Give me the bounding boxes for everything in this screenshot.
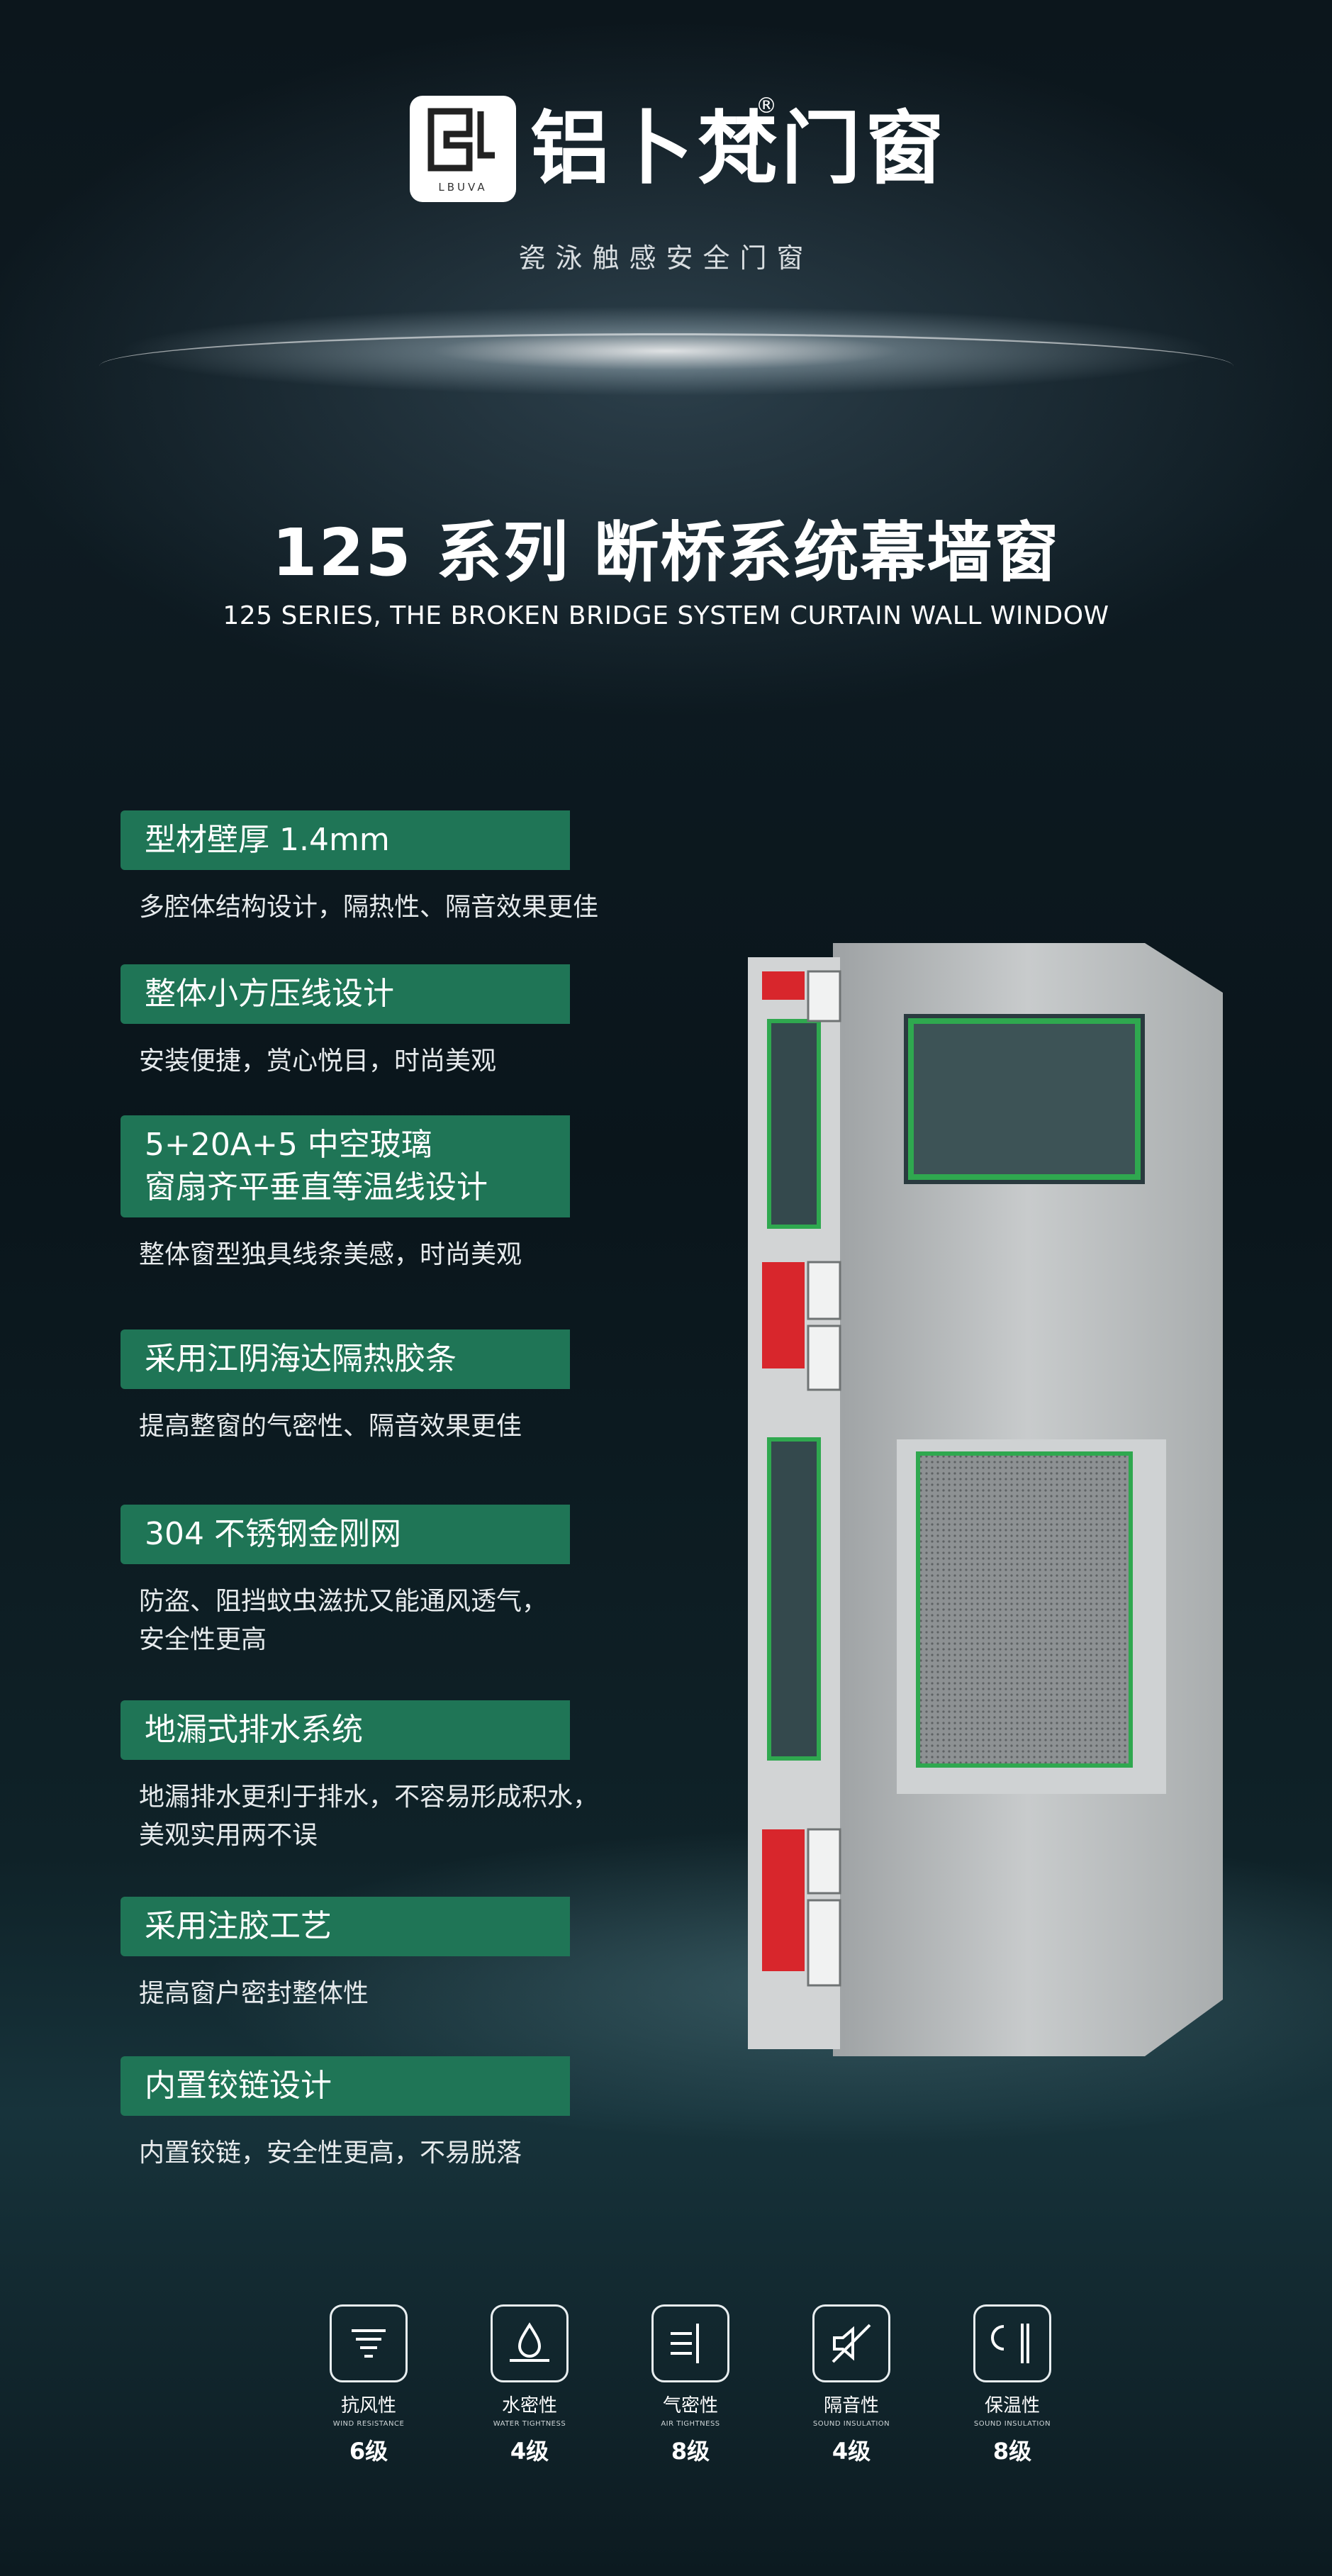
spec-item: 气密性 AIR TIGHTNESS 8级 bbox=[634, 2304, 747, 2466]
feature-description: 安装便捷，赏心悦目，时尚美观 bbox=[139, 1042, 664, 1081]
feature-item: 5+20A+5 中空玻璃 窗扇齐平垂直等温线设计 整体窗型独具线条美感，时尚美观 bbox=[121, 1115, 688, 1274]
feature-description: 地漏排水更利于排水，不容易形成积水， 美观实用两不误 bbox=[139, 1778, 664, 1855]
feature-title-line: 304 不锈钢金刚网 bbox=[145, 1516, 401, 1552]
feature-title: 型材壁厚 1.4mm bbox=[121, 810, 570, 870]
glass-unit bbox=[767, 1019, 821, 1229]
feature-description: 提高窗户密封整体性 bbox=[139, 1975, 664, 2013]
sound-icon bbox=[812, 2304, 890, 2382]
page-title: 125 系列 断桥系统幕墙窗 bbox=[272, 515, 1060, 591]
feature-desc-line: 美观实用两不误 bbox=[139, 1821, 318, 1850]
spec-label-en: WIND RESISTANCE bbox=[332, 2420, 405, 2428]
feature-item: 型材壁厚 1.4mm 多腔体结构设计，隔热性、隔音效果更佳 bbox=[121, 810, 688, 927]
feature-title: 地漏式排水系统 bbox=[121, 1700, 570, 1760]
spec-label-en: AIR TIGHTNESS bbox=[661, 2420, 720, 2428]
brand-tagline: 瓷泳触感安全门窗 bbox=[518, 242, 814, 274]
feature-item: 采用注胶工艺 提高窗户密封整体性 bbox=[121, 1897, 688, 2013]
logo-mark-icon bbox=[427, 108, 495, 172]
feature-desc-line: 地漏排水更利于排水，不容易形成积水， bbox=[139, 1783, 599, 1812]
thermal-icon bbox=[973, 2304, 1051, 2382]
spec-level: 4级 bbox=[510, 2438, 549, 2465]
feature-title-line: 窗扇齐平垂直等温线设计 bbox=[145, 1169, 488, 1205]
spec-level: 8级 bbox=[992, 2438, 1032, 2465]
feature-title-line: 内置铰链设计 bbox=[145, 2068, 332, 2104]
feature-item: 整体小方压线设计 安装便捷，赏心悦目，时尚美观 bbox=[121, 964, 688, 1081]
feature-desc-line: 多腔体结构设计，隔热性、隔音效果更佳 bbox=[139, 893, 599, 922]
page-subtitle: 125 SERIES, THE BROKEN BRIDGE SYSTEM CUR… bbox=[223, 601, 1109, 630]
feature-item: 304 不锈钢金刚网 防盗、阻挡蚊虫滋扰又能通风透气， 安全性更高 bbox=[121, 1505, 688, 1659]
logo-subtext: LBUVA bbox=[438, 181, 488, 194]
feature-title: 采用江阴海达隔热胶条 bbox=[121, 1329, 570, 1389]
feature-title: 5+20A+5 中空玻璃 窗扇齐平垂直等温线设计 bbox=[121, 1115, 570, 1217]
feature-desc-line: 内置铰链，安全性更高，不易脱落 bbox=[139, 2139, 522, 2168]
feature-item: 地漏式排水系统 地漏排水更利于排水，不容易形成积水， 美观实用两不误 bbox=[121, 1700, 688, 1855]
spec-item: 水密性 WATER TIGHTNESS 4级 bbox=[473, 2304, 586, 2466]
feature-title-line: 采用注胶工艺 bbox=[145, 1908, 332, 1944]
feature-title: 内置铰链设计 bbox=[121, 2056, 570, 2116]
feature-description: 内置铰链，安全性更高，不易脱落 bbox=[139, 2134, 664, 2173]
spec-item: 抗风性 WIND RESISTANCE 6级 bbox=[312, 2304, 425, 2466]
performance-specs: 抗风性 WIND RESISTANCE 6级 水密性 WATER TIGHTNE… bbox=[312, 2304, 1056, 2489]
wind-icon bbox=[330, 2304, 408, 2382]
thermal-strip bbox=[762, 971, 805, 1000]
feature-desc-line: 安装便捷，赏心悦目，时尚美观 bbox=[139, 1047, 497, 1076]
feature-title: 整体小方压线设计 bbox=[121, 964, 570, 1024]
spec-label-en: SOUND INSULATION bbox=[973, 2420, 1051, 2428]
spec-item: 保温性 SOUND INSULATION 8级 bbox=[956, 2304, 1069, 2466]
feature-item: 采用江阴海达隔热胶条 提高整窗的气密性、隔音效果更佳 bbox=[121, 1329, 688, 1446]
feature-title-line: 整体小方压线设计 bbox=[145, 976, 394, 1012]
feature-description: 多腔体结构设计，隔热性、隔音效果更佳 bbox=[139, 888, 664, 927]
spec-label-en: SOUND INSULATION bbox=[812, 2420, 890, 2428]
stainless-mesh bbox=[916, 1451, 1133, 1768]
glass-unit bbox=[767, 1437, 821, 1761]
feature-desc-line: 整体窗型独具线条美感，时尚美观 bbox=[139, 1240, 522, 1269]
spec-level: 6级 bbox=[349, 2438, 388, 2465]
profile-chambers bbox=[807, 970, 841, 1987]
feature-item: 内置铰链设计 内置铰链，安全性更高，不易脱落 bbox=[121, 2056, 688, 2173]
brand-logo: LBUVA bbox=[410, 96, 516, 202]
feature-desc-line: 提高窗户密封整体性 bbox=[139, 1979, 369, 2008]
feature-title-line: 型材壁厚 1.4mm bbox=[145, 822, 390, 858]
brand-name: 铝卜梵门窗 ® bbox=[530, 94, 944, 199]
light-arc bbox=[99, 333, 1233, 399]
feature-description: 防盗、阻挡蚊虫滋扰又能通风透气， 安全性更高 bbox=[139, 1583, 664, 1659]
spec-level: 8级 bbox=[671, 2438, 710, 2465]
feature-title-line: 地漏式排水系统 bbox=[145, 1712, 363, 1748]
spec-label: 抗风性 bbox=[340, 2395, 396, 2416]
spec-label-en: WATER TIGHTNESS bbox=[493, 2420, 566, 2428]
brand-name-text: 铝卜梵门窗 bbox=[530, 103, 948, 195]
feature-title: 采用注胶工艺 bbox=[121, 1897, 570, 1956]
spec-label: 气密性 bbox=[662, 2395, 718, 2416]
feature-title-line: 采用江阴海达隔热胶条 bbox=[145, 1341, 457, 1377]
upper-glass bbox=[908, 1018, 1141, 1180]
window-profile-illustration bbox=[748, 943, 1223, 2056]
registered-mark: ® bbox=[756, 94, 777, 118]
feature-desc-line: 提高整窗的气密性、隔音效果更佳 bbox=[139, 1412, 522, 1441]
feature-title-line: 5+20A+5 中空玻璃 bbox=[145, 1127, 432, 1163]
feature-desc-line: 安全性更高 bbox=[139, 1625, 267, 1654]
spec-label: 水密性 bbox=[501, 2395, 557, 2416]
thermal-strip bbox=[762, 1829, 805, 1971]
water-icon bbox=[491, 2304, 569, 2382]
spec-level: 4级 bbox=[832, 2438, 871, 2465]
feature-title: 304 不锈钢金刚网 bbox=[121, 1505, 570, 1564]
air-icon bbox=[651, 2304, 729, 2382]
spec-item: 隔音性 SOUND INSULATION 4级 bbox=[795, 2304, 908, 2466]
feature-description: 提高整窗的气密性、隔音效果更佳 bbox=[139, 1407, 664, 1446]
spec-label: 保温性 bbox=[984, 2395, 1040, 2416]
thermal-strip bbox=[762, 1262, 805, 1368]
spec-label: 隔音性 bbox=[823, 2395, 879, 2416]
feature-desc-line: 防盗、阻挡蚊虫滋扰又能通风透气， bbox=[139, 1587, 548, 1616]
feature-description: 整体窗型独具线条美感，时尚美观 bbox=[139, 1236, 664, 1274]
